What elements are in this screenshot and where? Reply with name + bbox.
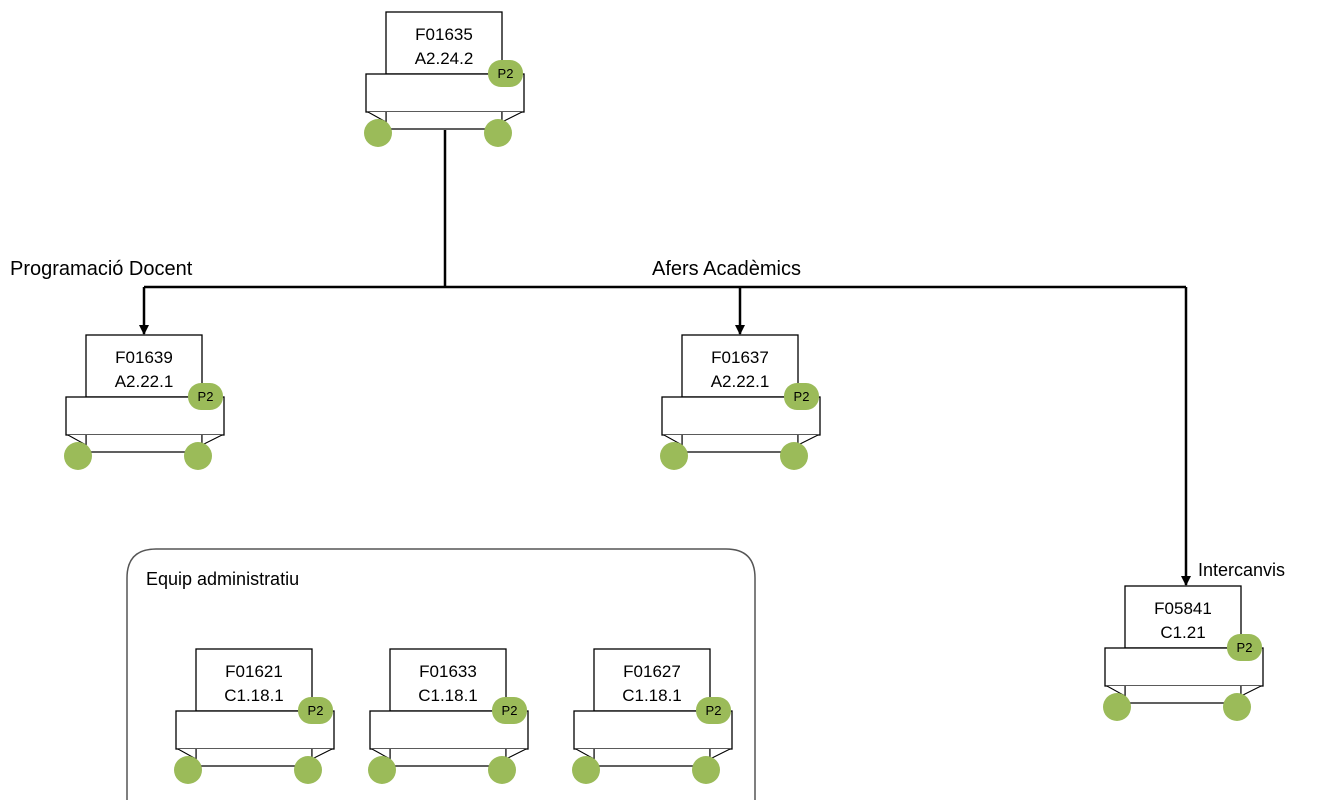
printer-location: A2.22.1 (115, 372, 174, 391)
priority-badge-label: P2 (308, 703, 324, 718)
tray-fold-right (505, 748, 527, 760)
priority-badge-label: P2 (1237, 640, 1253, 655)
tray-fold-right (201, 434, 223, 446)
tray-fold-right (501, 111, 523, 123)
printer-location: A2.24.2 (415, 49, 474, 68)
output-tray (195, 749, 313, 767)
printer-location: C1.21 (1160, 623, 1205, 642)
wheel-right-icon (780, 442, 808, 470)
priority-badge-label: P2 (794, 389, 810, 404)
priority-badge-label: P2 (706, 703, 722, 718)
wheel-right-icon (692, 756, 720, 784)
wheel-right-icon (1223, 693, 1251, 721)
printer-code: F01635 (415, 25, 473, 44)
wheel-left-icon (364, 119, 392, 147)
priority-badge (784, 383, 819, 410)
wheel-left-icon (64, 442, 92, 470)
label-afers-academics: Afers Acadèmics (652, 258, 801, 280)
priority-badge-label: P2 (498, 66, 514, 81)
printer-location: A2.22.1 (711, 372, 770, 391)
tray-fold-right (1240, 685, 1262, 697)
paper-sheet (195, 648, 313, 712)
priority-badge (696, 697, 731, 724)
output-tray (85, 435, 203, 453)
tray-fold-right (311, 748, 333, 760)
priority-badge-label: P2 (198, 389, 214, 404)
printer-code: F01627 (623, 662, 681, 681)
output-tray (385, 112, 503, 130)
connector-lines (139, 130, 1191, 586)
printer-location: C1.18.1 (622, 686, 682, 705)
wheel-left-icon (368, 756, 396, 784)
priority-badge (492, 697, 527, 724)
label-intercanvis: Intercanvis (1198, 560, 1286, 580)
tray-fold-right (797, 434, 819, 446)
printer-body (369, 710, 529, 750)
wheel-right-icon (184, 442, 212, 470)
output-tray (681, 435, 799, 453)
output-tray (389, 749, 507, 767)
label-programacio-docent: Programació Docent (10, 258, 193, 280)
group-equip-administratiu (126, 548, 756, 800)
priority-badge (298, 697, 333, 724)
label-equip-administratiu: Equip administratiu (146, 569, 300, 589)
wheel-left-icon (174, 756, 202, 784)
output-tray (1124, 686, 1242, 704)
printer-code: F01633 (419, 662, 477, 681)
printer-code: F01637 (711, 348, 769, 367)
priority-badge (1227, 634, 1262, 661)
wheel-right-icon (488, 756, 516, 784)
priority-badge-label: P2 (502, 703, 518, 718)
printer-location: C1.18.1 (224, 686, 284, 705)
paper-sheet (593, 648, 711, 712)
tray-fold-right (709, 748, 731, 760)
wheel-left-icon (1103, 693, 1131, 721)
printer-code: F01621 (225, 662, 283, 681)
wheel-left-icon (660, 442, 688, 470)
priority-badge (188, 383, 223, 410)
printer-code: F01639 (115, 348, 173, 367)
wheel-right-icon (484, 119, 512, 147)
printer-location: C1.18.1 (418, 686, 478, 705)
priority-badge (488, 60, 523, 87)
output-tray (593, 749, 711, 767)
paper-sheet (681, 334, 799, 398)
printer-code: F05841 (1154, 599, 1212, 618)
paper-sheet (1124, 585, 1242, 649)
paper-sheet (389, 648, 507, 712)
wheel-right-icon (294, 756, 322, 784)
wheel-left-icon (572, 756, 600, 784)
